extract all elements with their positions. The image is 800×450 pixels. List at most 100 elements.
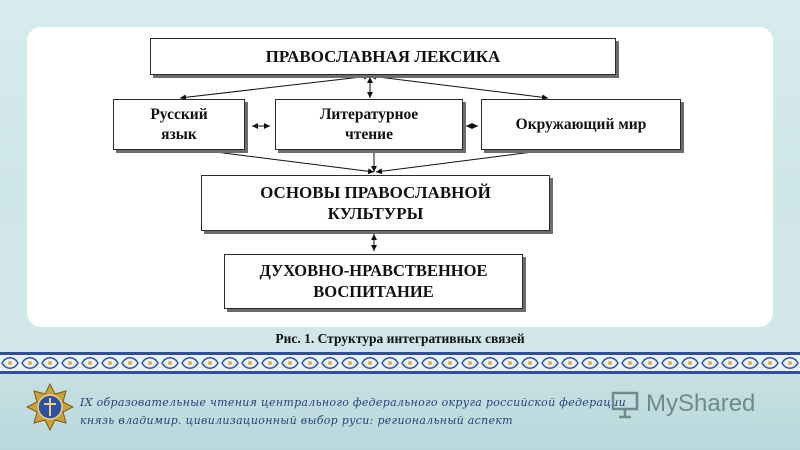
ornament-dot [288,361,292,365]
ornament-motif [341,357,359,369]
ornament-dot [488,361,492,365]
ornament-dot [28,361,32,365]
presentation-board-icon [611,391,639,419]
node-label: ДУХОВНО-НРАВСТВЕННОЕ ВОСПИТАНИЕ [259,260,488,301]
ornament-motif [61,357,79,369]
ornament-dot [768,361,772,365]
ornament-motif [641,357,659,369]
watermark-text: MyShared [646,390,756,417]
ornament-motif [81,357,99,369]
node-label: Литературное чтение [319,106,419,143]
ornament-dot [168,361,172,365]
ornament-motif [481,357,499,369]
ornament-dot [308,361,312,365]
ornament-border [0,352,800,374]
ornament-motif [661,357,679,369]
ornament-motif [161,357,179,369]
ornament-motif [381,357,399,369]
ornament-motif [141,357,159,369]
ornament-dot [468,361,472,365]
node-russian-language: Русский язык [113,99,245,150]
ornament-motif [321,357,339,369]
footer-band [0,374,800,450]
ornament-motif [241,357,259,369]
ornament-dot [748,361,752,365]
ornament-motif [421,357,439,369]
ornament-dot [788,361,792,365]
ornament-dot [208,361,212,365]
ornament-motif [461,357,479,369]
ornament-motif [281,357,299,369]
emblem-seal-icon [26,383,74,431]
ornament-dot [548,361,552,365]
ornament-dot [508,361,512,365]
ornament-dot [68,361,72,365]
node-label: Окружающий мир [515,115,647,133]
ornament-dot [448,361,452,365]
ornament-dot [128,361,132,365]
ornament-dot [708,361,712,365]
ornament-motif [361,357,379,369]
ornament-dot [588,361,592,365]
ornament-dot [668,361,672,365]
ornament-dot [728,361,732,365]
ornament-motif [221,357,239,369]
ornament-motif [781,357,799,369]
ornament-motif [561,357,579,369]
ornament-dot [428,361,432,365]
ornament-dot [148,361,152,365]
ornament-motif [761,357,779,369]
ornament-motif [101,357,119,369]
node-world-around: Окружающий мир [481,99,681,150]
ornament-dot [408,361,412,365]
node-label: ОСНОВЫ ПРАВОСЛАВНОЙ КУЛЬТУРЫ [260,182,491,223]
ornament-dot [348,361,352,365]
footer-event-title: IX образовательные чтения центрального ф… [80,396,627,409]
ornament-dot [48,361,52,365]
ornament-motif [21,357,39,369]
ornament-motif [601,357,619,369]
ornament-motif [401,357,419,369]
footer-event-subtitle: князь владимир. цивилизационный выбор ру… [80,414,513,427]
ornament-dot [328,361,332,365]
ornament-motif [301,357,319,369]
ornament-motif [201,357,219,369]
myshared-watermark: MyShared [610,386,755,422]
ornament-motif [261,357,279,369]
ornament-dot [628,361,632,365]
ornament-dot [8,361,12,365]
ornament-motif [1,357,19,369]
ornament-motif [621,357,639,369]
ornament-dot [368,361,372,365]
node-label: ПРАВОСЛАВНАЯ ЛЕКСИКА [265,46,501,66]
ornament-motif [721,357,739,369]
ornament-dot [88,361,92,365]
ornament-motif [541,357,559,369]
ornament-motif [581,357,599,369]
ornament-dot [388,361,392,365]
ornament-dot [108,361,112,365]
figure-caption: Рис. 1. Структура интегративных связей [275,331,525,346]
node-label: Русский язык [150,106,208,143]
ornament-motif [441,357,459,369]
ornament-motif [41,357,59,369]
ornament-motif [181,357,199,369]
ornament-dot [528,361,532,365]
ornament-motif [681,357,699,369]
ornament-dot [648,361,652,365]
ornament-dot [268,361,272,365]
ornament-motif [121,357,139,369]
ornament-dot [248,361,252,365]
ornament-dot [228,361,232,365]
ornament-dot [608,361,612,365]
ornament-motif [501,357,519,369]
node-orthodox-lexicon: ПРАВОСЛАВНАЯ ЛЕКСИКА [150,38,616,75]
ornament-motif [741,357,759,369]
ornament-motif [521,357,539,369]
ornament-dot [688,361,692,365]
ornament-dot [188,361,192,365]
node-spiritual-moral-education: ДУХОВНО-НРАВСТВЕННОЕ ВОСПИТАНИЕ [224,254,523,309]
node-orthodox-culture-foundations: ОСНОВЫ ПРАВОСЛАВНОЙ КУЛЬТУРЫ [201,175,550,231]
node-literary-reading: Литературное чтение [275,99,463,150]
ornament-motif [701,357,719,369]
